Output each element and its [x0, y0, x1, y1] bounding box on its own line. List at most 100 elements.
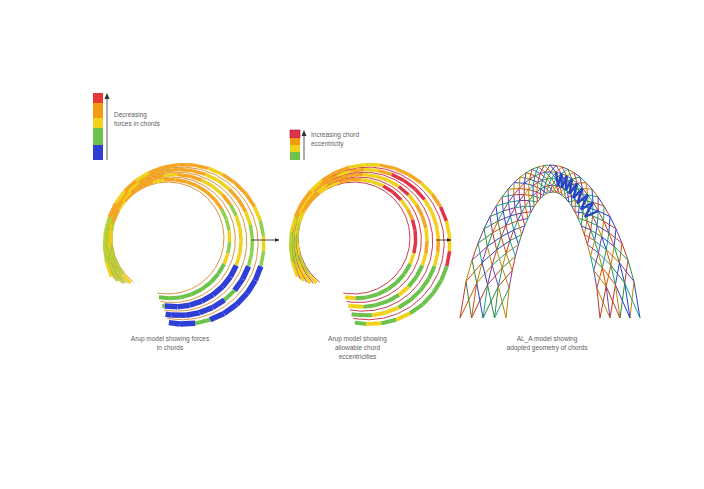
- chord-line: [521, 206, 525, 213]
- chord-segment: [357, 292, 368, 294]
- chord-segment: [409, 226, 410, 237]
- chord-segment: [260, 221, 263, 236]
- chord-line: [534, 202, 537, 207]
- chord-segment: [232, 247, 235, 259]
- chord-line: [562, 196, 565, 199]
- chord-segment: [235, 183, 246, 194]
- chord-segment: [171, 292, 182, 294]
- chord-line: [524, 183, 525, 194]
- chord-segment: [446, 221, 449, 236]
- chord-segment: [192, 283, 201, 288]
- chord-line: [514, 230, 519, 245]
- chord-line: [597, 288, 610, 318]
- chord-line: [591, 256, 594, 270]
- chord-segment: [368, 289, 378, 293]
- chord-segment: [436, 225, 438, 239]
- chord-line: [577, 182, 586, 184]
- chord-line: [515, 201, 520, 208]
- chord-segment: [183, 318, 198, 320]
- chord-line: [545, 172, 551, 178]
- chord-segment: [401, 200, 408, 209]
- chord-segment: [240, 228, 241, 241]
- chord-segment: [353, 318, 354, 319]
- chord-segment: [426, 260, 431, 272]
- chord-line: [537, 189, 541, 192]
- chord-segment: [149, 167, 163, 172]
- chord-segment: [366, 321, 381, 326]
- chord-line: [493, 233, 497, 250]
- chord-segment: [410, 305, 422, 314]
- chord-line: [525, 206, 528, 218]
- chord-segment: [399, 287, 409, 295]
- chord-segment: [335, 167, 349, 172]
- chord-segment: [239, 200, 246, 212]
- chord-segment: [410, 290, 420, 300]
- chord-segment: [246, 194, 254, 207]
- chord-line: [585, 211, 598, 217]
- figure-caption: Arup model showing forces in chords: [128, 335, 212, 353]
- chord-segment: [400, 207, 405, 216]
- chord-segment: [107, 241, 108, 255]
- chord-segment: [250, 225, 252, 239]
- chord-segment: [243, 266, 249, 279]
- chord-line: [556, 187, 560, 192]
- model-panel: Arup model showing forces in chords: [90, 160, 250, 357]
- chord-segment: [408, 209, 413, 219]
- chord-line: [514, 177, 520, 182]
- chord-line: [477, 283, 483, 318]
- chord-line: [553, 186, 556, 192]
- chord-segment: [261, 251, 264, 266]
- chord-line: [567, 173, 574, 176]
- chord-line: [525, 201, 529, 207]
- chord-segment: [350, 178, 361, 182]
- legend-note: Increasing chord eccentricity: [311, 131, 361, 149]
- chord-line: [544, 165, 551, 171]
- chord-line: [566, 198, 569, 202]
- chord-segment: [172, 312, 186, 318]
- chord-line: [514, 195, 515, 208]
- chord-line: [502, 197, 503, 211]
- chord-segment: [162, 304, 164, 308]
- chord-line: [540, 189, 541, 198]
- chord-line: [501, 237, 506, 253]
- chord-segment: [416, 205, 422, 216]
- chord-segment: [257, 245, 259, 260]
- chord-segment: [175, 180, 186, 182]
- scale-arrow: [304, 133, 305, 160]
- chord-segment: [202, 282, 211, 289]
- chord-line: [625, 283, 640, 318]
- chord-segment: [125, 181, 136, 191]
- chord-segment: [441, 207, 447, 221]
- chord-segment: [224, 290, 234, 300]
- chord-line: [496, 206, 498, 221]
- figure-caption: Arup model showing allowable chord eccen…: [316, 335, 400, 361]
- chord-segment: [302, 191, 311, 203]
- chord-segment: [355, 319, 370, 320]
- chord-line: [561, 169, 568, 173]
- chord-line: [572, 206, 579, 207]
- chord-segment: [164, 178, 175, 182]
- chord-segment: [233, 224, 235, 236]
- chord-segment: [220, 248, 223, 258]
- chord-segment: [363, 305, 376, 307]
- chord-segment: [406, 216, 409, 226]
- chord-segment: [380, 165, 395, 168]
- chord-segment: [432, 194, 440, 207]
- chord-segment: [230, 265, 236, 276]
- chord-segment: [171, 172, 184, 173]
- chord-segment: [356, 177, 368, 179]
- chord-segment: [416, 265, 422, 276]
- color-band: [93, 103, 103, 118]
- chord-segment: [361, 180, 372, 182]
- chord-segment: [210, 313, 224, 319]
- chord-segment: [350, 310, 361, 311]
- chord-line: [510, 241, 516, 257]
- flow-arrow: [436, 240, 451, 241]
- chord-line: [581, 226, 584, 235]
- chord-line: [569, 201, 576, 202]
- chord-line: [495, 288, 510, 318]
- color-band: [93, 118, 103, 128]
- chord-segment: [209, 268, 216, 277]
- figure-caption: AL_A model showing adopted geometry of c…: [505, 335, 589, 353]
- chord-segment: [343, 292, 346, 293]
